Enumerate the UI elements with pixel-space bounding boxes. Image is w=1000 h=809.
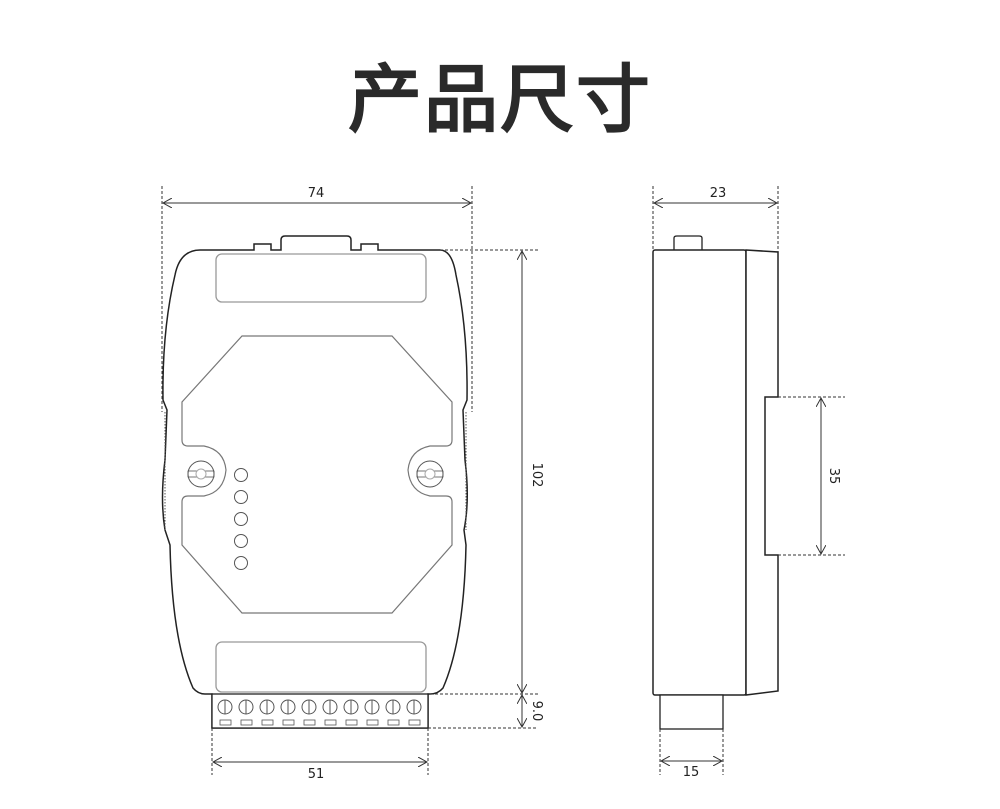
front-view: 74 102 9.0 51	[161, 186, 544, 782]
bottom-terminal-cover	[215, 641, 427, 693]
dimension-rail-35: 35	[778, 396, 845, 556]
dim-label-depth: 23	[710, 186, 727, 201]
dimension-width-74: 74	[161, 186, 473, 412]
led-indicator	[234, 512, 248, 526]
side-rear-section	[745, 249, 779, 696]
led-indicator	[234, 490, 248, 504]
dimension-terminal-width-51: 51	[211, 728, 429, 782]
dimension-connector-15: 15	[659, 729, 724, 780]
left-mounting-screw	[187, 460, 215, 488]
dimension-height-102: 102 9.0	[428, 249, 544, 729]
dim-label-terminal-height: 9.0	[529, 701, 544, 722]
terminal-screws	[217, 699, 422, 726]
dim-label-terminal-width: 51	[308, 767, 325, 782]
dim-label-width: 74	[308, 186, 325, 201]
led-indicator	[234, 556, 248, 570]
right-mounting-screw	[416, 460, 444, 488]
dim-label-rail: 35	[826, 468, 841, 485]
top-terminal-cover	[215, 253, 427, 303]
front-label-panel	[181, 335, 453, 614]
dimension-depth-23: 23	[652, 186, 779, 252]
side-view: 23 35 15	[652, 186, 845, 780]
page-title: 产品尺寸	[348, 57, 652, 143]
side-main-body	[652, 249, 747, 696]
side-bottom-connector	[659, 694, 724, 730]
led-indicators	[234, 468, 248, 570]
led-indicator	[234, 468, 248, 482]
side-top-connector	[673, 235, 703, 250]
led-indicator	[234, 534, 248, 548]
dim-label-connector: 15	[683, 765, 700, 780]
dim-label-height: 102	[529, 463, 544, 488]
terminal-block	[211, 693, 429, 729]
